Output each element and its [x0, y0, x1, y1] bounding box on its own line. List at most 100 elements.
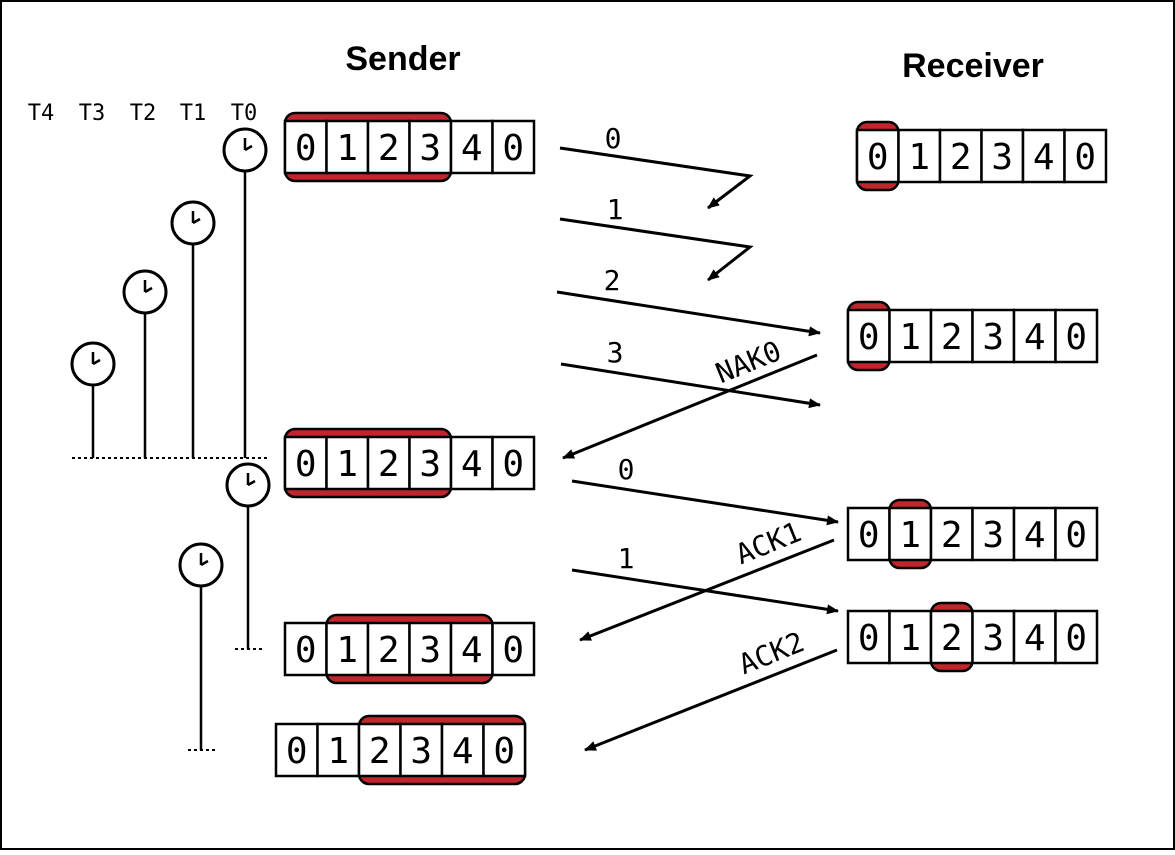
- buffer-cell-label: 2: [941, 317, 963, 358]
- buffer-cell: [274, 722, 319, 778]
- buffer-cell-label: 2: [369, 731, 391, 772]
- buffer-cell: [325, 435, 370, 491]
- buffer-cell: [482, 722, 527, 778]
- buffer-cell-label: 0: [858, 317, 880, 358]
- buffer-cell-label: 0: [1065, 618, 1087, 659]
- buffer-cell-label: 4: [1024, 515, 1046, 556]
- frame-0-resend-arrow: [571, 479, 839, 526]
- nak0-arrow: [562, 353, 818, 460]
- clock-icon: [222, 127, 268, 173]
- buffer-cell-label: 4: [1024, 618, 1046, 659]
- buffer-cell: [491, 435, 536, 491]
- buffer-cell: [408, 435, 453, 491]
- buffer-cell: [846, 308, 891, 364]
- buffer-cell-label: 1: [899, 515, 921, 556]
- buffer-cell-label: 3: [982, 515, 1004, 556]
- buffer-cell: [1054, 609, 1099, 665]
- buffer-cell-label: 1: [327, 731, 349, 772]
- buffer-cell-label: 0: [295, 444, 317, 485]
- buffer-cell: [408, 621, 453, 677]
- buffer-cell: [1054, 506, 1099, 562]
- buffer-cell: [357, 722, 402, 778]
- buffer-cell-label: 0: [295, 128, 317, 169]
- buffer-cell-label: 2: [378, 630, 400, 671]
- buffer-cell: [929, 308, 974, 364]
- buffer-cell-label: 2: [941, 618, 963, 659]
- buffer-cell: [408, 119, 453, 175]
- frame-0-lost-arrow: [559, 146, 754, 210]
- buffer-cell-label: 0: [502, 630, 524, 671]
- clock-icon: [70, 341, 116, 387]
- clock-icon: [122, 269, 168, 315]
- buffer-cell: [491, 621, 536, 677]
- buffer-cell-label: 1: [336, 128, 358, 169]
- buffer-cell: [888, 506, 933, 562]
- buffer-cell-label: 3: [410, 731, 432, 772]
- buffer-cell-label: 0: [295, 630, 317, 671]
- buffer-cell-label: 4: [461, 630, 483, 671]
- buffer-cell-label: 1: [336, 444, 358, 485]
- buffer-cell: [888, 308, 933, 364]
- timer-label-t4: T4: [28, 101, 55, 126]
- buffer-cell: [449, 119, 494, 175]
- buffer-cell: [325, 119, 370, 175]
- timer-label-t0: T0: [231, 101, 258, 126]
- buffer-cell: [855, 128, 900, 184]
- buffer-cell: [1012, 506, 1057, 562]
- buffer-cell: [888, 609, 933, 665]
- buffer-cell-label: 0: [1065, 515, 1087, 556]
- buffer-cell-label: 0: [286, 731, 308, 772]
- buffer-cell: [366, 119, 411, 175]
- buffer-cell-label: 3: [419, 630, 441, 671]
- buffer-cell: [846, 609, 891, 665]
- frame-0-resend-label: 0: [618, 453, 635, 486]
- buffer-cell-label: 0: [1065, 317, 1087, 358]
- frame-1-lost-arrow: [559, 217, 754, 282]
- clock-icon: [178, 542, 224, 588]
- buffer-cell-label: 4: [1033, 137, 1055, 178]
- buffer-cell-label: 1: [336, 630, 358, 671]
- buffer-cell-label: 0: [858, 515, 880, 556]
- frame-1-label: 1: [607, 193, 624, 226]
- buffer-cell-label: 4: [461, 128, 483, 169]
- frame-3-label: 3: [607, 336, 624, 369]
- buffer-cell-label: 0: [502, 444, 524, 485]
- buffer-cell-label: 4: [1024, 317, 1046, 358]
- buffer-cell: [283, 119, 328, 175]
- buffer-cell: [316, 722, 361, 778]
- buffer-cell-label: 4: [452, 731, 474, 772]
- frame-2-arrow: [556, 290, 821, 337]
- frame-3-arrow: [560, 362, 821, 409]
- buffer-cell-label: 1: [899, 618, 921, 659]
- buffer-cell: [1054, 308, 1099, 364]
- buffer-cell-label: 2: [378, 128, 400, 169]
- clock-icon: [170, 200, 216, 246]
- buffer-cell: [929, 506, 974, 562]
- buffer-cell-label: 2: [950, 137, 972, 178]
- sender-heading: Sender: [345, 40, 460, 78]
- buffer-cell: [971, 609, 1016, 665]
- buffer-cell-label: 3: [982, 317, 1004, 358]
- buffer-cell-label: 2: [941, 515, 963, 556]
- clock-icon: [225, 462, 271, 508]
- ack1-arrow: [579, 538, 835, 642]
- buffer-cell-label: 3: [991, 137, 1013, 178]
- ack2-label: ACK2: [734, 625, 809, 681]
- buffer-cell: [938, 128, 983, 184]
- timer-label-t1: T1: [180, 101, 207, 126]
- ack2-arrow: [584, 648, 838, 752]
- frame-1-resend-label: 1: [618, 542, 635, 575]
- buffer-cell-label: 1: [899, 317, 921, 358]
- frame-0-label: 0: [605, 122, 622, 155]
